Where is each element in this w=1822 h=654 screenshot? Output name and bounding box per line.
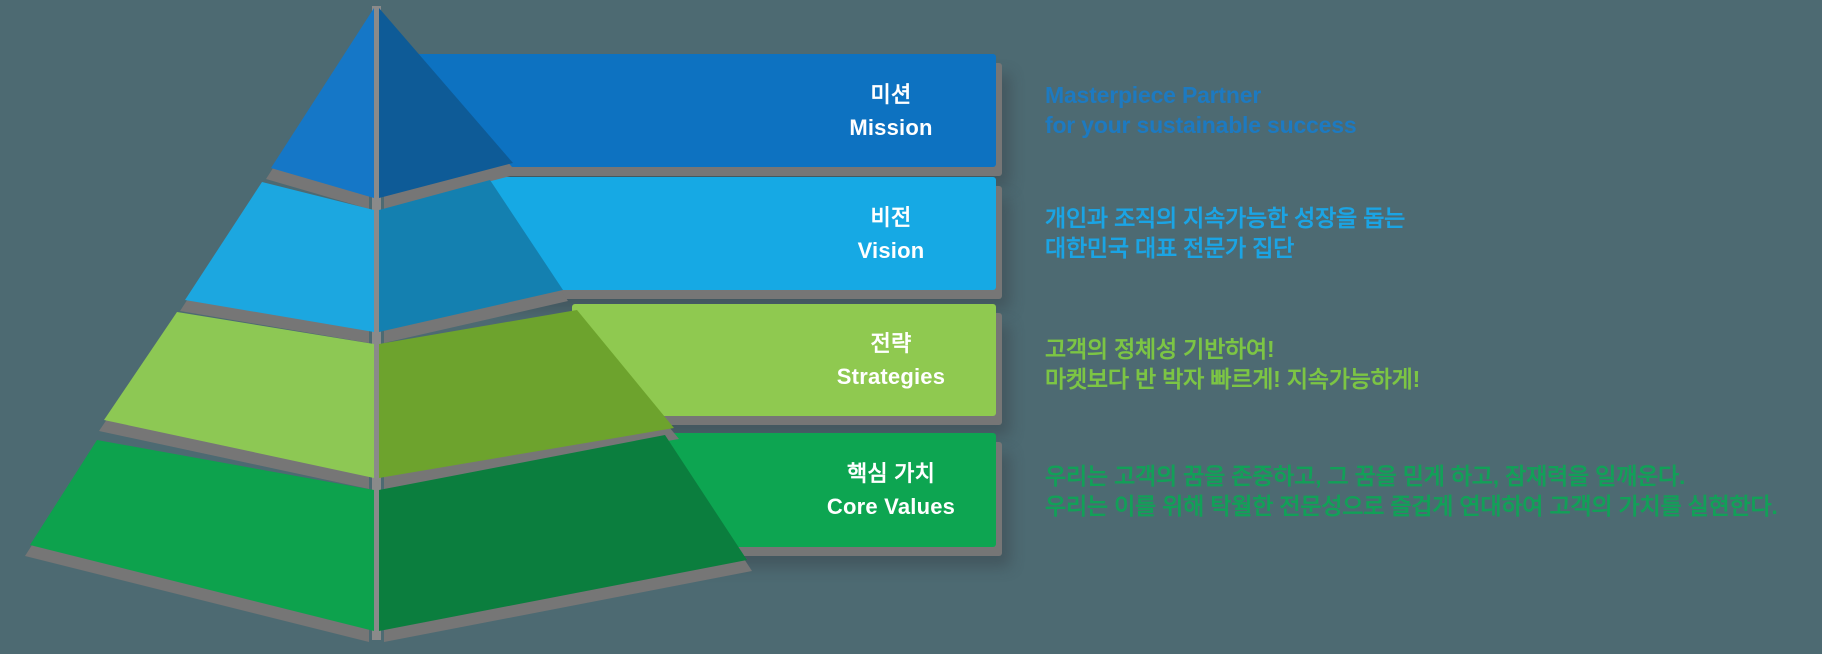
tier-bar-core-values: 핵심 가치 Core Values: [658, 433, 996, 547]
shadow-left-4: [25, 451, 369, 642]
tier-label-ko: 비전: [870, 204, 912, 230]
desc-line: 개인과 조직의 지속가능한 성장을 돕는: [1045, 205, 1406, 231]
shadow-left-1: [266, 19, 369, 209]
desc-line: Masterpiece Partner: [1045, 82, 1262, 108]
tier-desc-vision: 개인과 조직의 지속가능한 성장을 돕는 대한민국 대표 전문가 집단: [1045, 203, 1405, 263]
pyramid-face-left-mission: [271, 8, 374, 198]
tier-label-ko: 핵심 가치: [846, 461, 936, 486]
tier-bar-strategies: 전략 Strategies: [572, 304, 996, 416]
pyramid-face-left-core-values: [30, 440, 374, 631]
tier-desc-core-values: 우리는 고객의 꿈을 존중하고, 그 꿈을 믿게 하고, 잠재력을 일깨운다. …: [1045, 461, 1778, 521]
tier-bar-vision: 비전 Vision: [484, 177, 996, 290]
desc-line: 고객의 정체성 기반하여!: [1045, 336, 1275, 362]
desc-line: 우리는 이를 위해 탁월한 전문성으로 즐겁게 연대하여 고객의 가치를 실현한…: [1045, 493, 1778, 519]
desc-line: for your sustainable success: [1045, 112, 1357, 138]
tier-bar-label-vision: 비전 Vision: [786, 201, 996, 267]
tier-label-en: Mission: [849, 114, 933, 140]
tier-label-en: Vision: [857, 237, 925, 263]
tier-bar-label-mission: 미션 Mission: [786, 78, 996, 144]
tier-label-ko: 미션: [870, 81, 912, 107]
tier-desc-mission: Masterpiece Partner for your sustainable…: [1045, 80, 1357, 140]
pyramid-face-left-vision: [185, 182, 374, 332]
shadow-left-3: [99, 323, 369, 489]
desc-line: 대한민국 대표 전문가 집단: [1045, 235, 1295, 261]
tier-label-en: Core Values: [826, 494, 956, 519]
tier-desc-strategies: 고객의 정체성 기반하여! 마켓보다 반 박자 빠르게! 지속가능하게!: [1045, 334, 1420, 394]
tier-bar-mission: 미션 Mission: [412, 54, 996, 167]
pyramid-center-edge: [372, 6, 381, 640]
tier-label-ko: 전략: [870, 331, 912, 356]
tier-bar-label-strategies: 전략 Strategies: [786, 327, 996, 393]
desc-line: 우리는 고객의 꿈을 존중하고, 그 꿈을 믿게 하고, 잠재력을 일깨운다.: [1045, 463, 1686, 489]
desc-line: 마켓보다 반 박자 빠르게! 지속가능하게!: [1045, 366, 1421, 392]
tier-label-en: Strategies: [836, 364, 946, 389]
shadow-left-2: [180, 193, 369, 343]
pyramid-face-left-strategies: [104, 312, 374, 478]
tier-bar-label-core-values: 핵심 가치 Core Values: [786, 457, 996, 523]
